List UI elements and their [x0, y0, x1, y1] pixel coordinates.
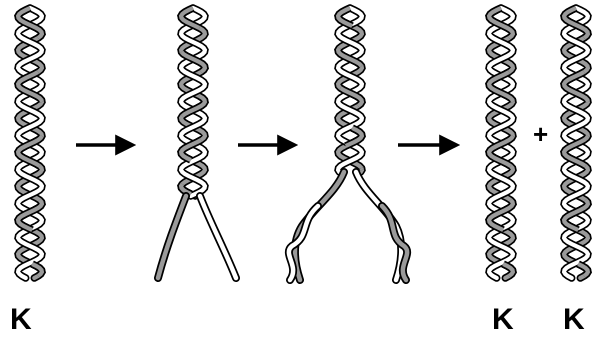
daughter-helix-1 — [489, 8, 513, 278]
fork-helix — [338, 8, 362, 172]
separated-strand-left — [158, 196, 186, 278]
label-copy-k-2: K — [563, 305, 585, 335]
plus-sign: + — [533, 121, 548, 147]
separated-strand-right — [200, 196, 236, 278]
daughter-helix-2 — [564, 8, 588, 278]
label-original-k: K — [10, 305, 32, 335]
label-copy-k-1: K — [492, 305, 514, 335]
unwinding-helix — [181, 8, 205, 196]
new-strand-left — [289, 206, 318, 280]
parent-helix — [18, 8, 42, 278]
